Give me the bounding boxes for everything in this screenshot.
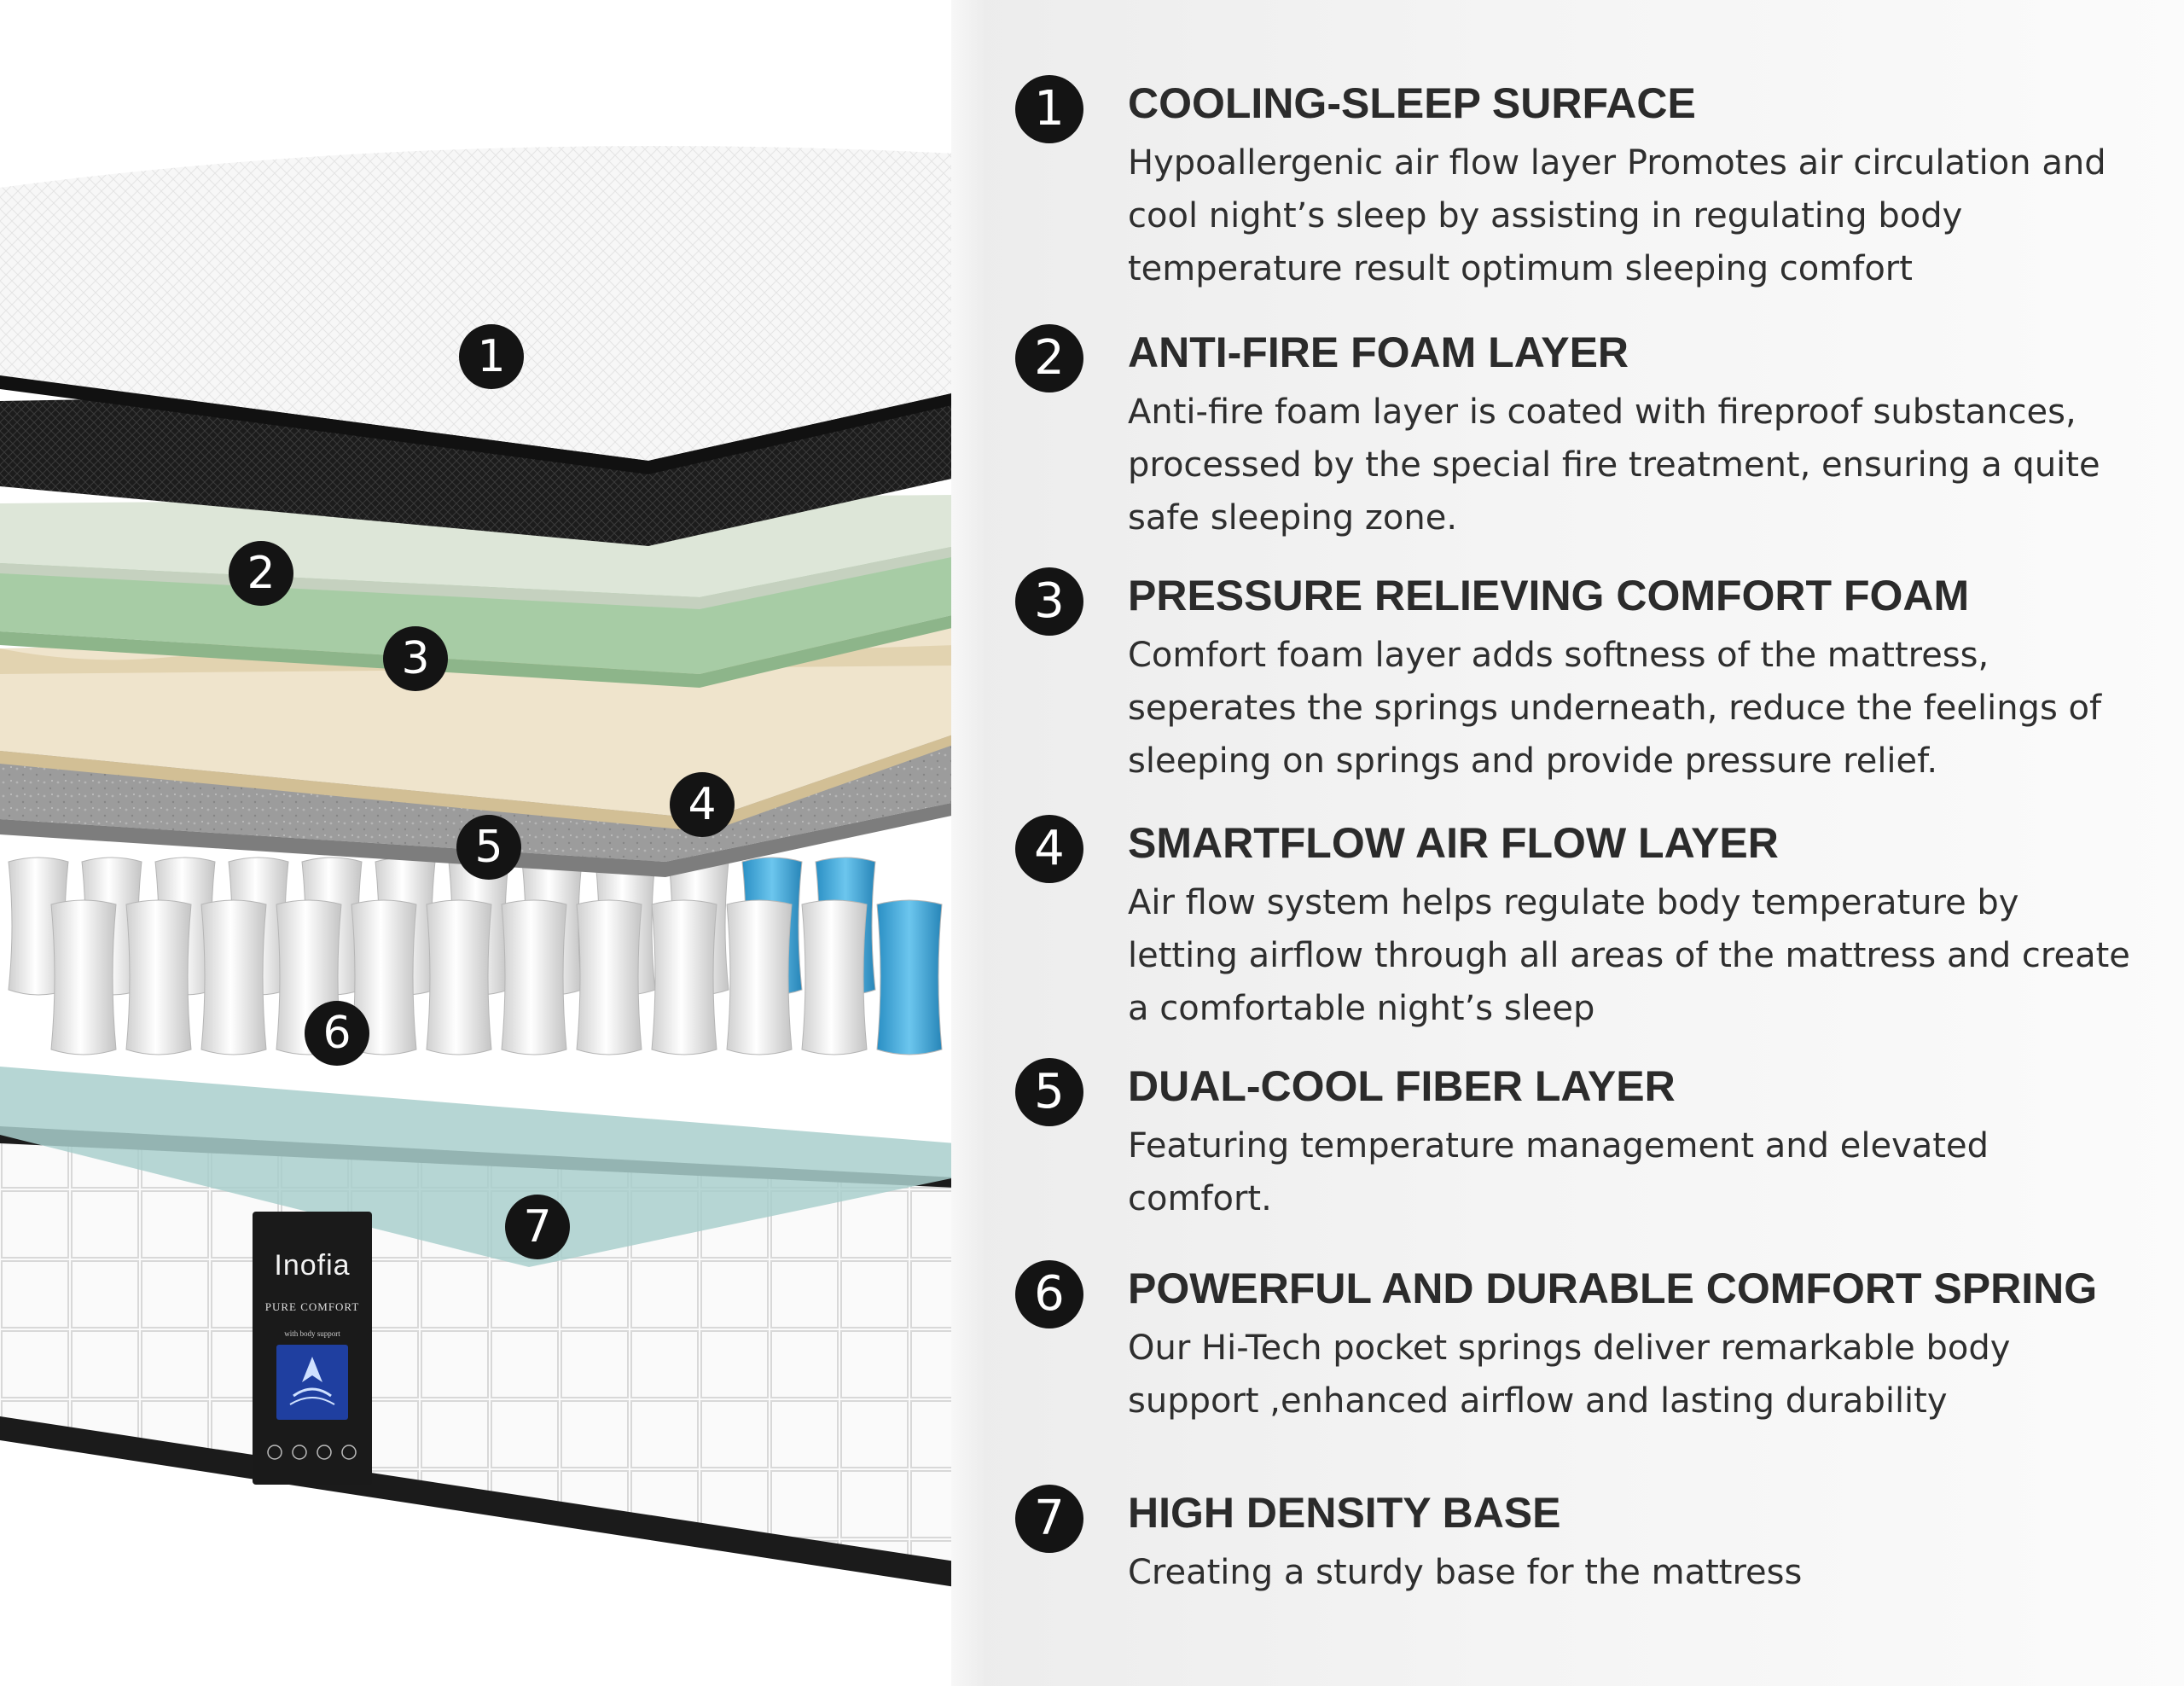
pocket-spring [801,899,868,1055]
feature-title-3: PRESSURE RELIEVING COMFORT FOAM [1128,572,1970,619]
feature-title-1: COOLING-SLEEP SURFACE [1128,79,1696,127]
body-support-icon [276,1345,348,1420]
feature-desc-6: Our Hi-Tech pocket springs deliver remar… [1128,1328,2011,1421]
feature-title-2: ANTI-FIRE FOAM LAYER [1128,328,1629,376]
feature-desc-5: Featuring temperature management and ele… [1128,1126,1989,1218]
brand-name: Inofia [274,1249,351,1282]
feature-desc-3: Comfort foam layer adds softness of the … [1128,636,2102,781]
layer-cooling-surface [0,146,956,546]
feature-desc-1: Hypoallergenic air flow layer Promotes a… [1128,143,2106,288]
callout-6: 6 [305,1001,369,1066]
pocket-spring [576,899,642,1055]
feature-number-5: 5 [1015,1058,1083,1126]
feature-title-6: POWERFUL AND DURABLE COMFORT SPRING [1128,1264,2098,1312]
feature-number-6: 6 [1015,1260,1083,1328]
feature-desc-4: Air flow system helps regulate body temp… [1128,883,2130,1028]
feature-desc-2: Anti-fire foam layer is coated with fire… [1128,392,2100,538]
feature-title-5: DUAL-COOL FIBER LAYER [1128,1062,1676,1110]
feature-desc-7: Creating a sturdy base for the mattress [1128,1553,1803,1592]
pocket-spring [501,899,567,1055]
pocket-spring [426,899,492,1055]
callout-4: 4 [670,772,735,837]
pocket-spring [125,899,192,1055]
feature-number-1: 1 [1015,75,1083,143]
layer-springs [8,857,943,1055]
feature-title-7: HIGH DENSITY BASE [1128,1489,1561,1537]
pocket-spring [351,899,417,1055]
brand-label: Inofia PURE COMFORT with body support [253,1212,372,1485]
panel-fade [951,0,985,1686]
callout-7: 7 [505,1195,570,1259]
brand-subtitle: with body support [284,1329,340,1338]
description-panel [951,0,2184,1686]
feature-number-7: 7 [1015,1485,1083,1553]
feature-icons-row [267,1445,357,1460]
layer-dense-foam [0,1067,956,1267]
feature-number-4: 4 [1015,815,1083,883]
pocket-spring [726,899,793,1055]
pocket-spring [50,899,117,1055]
callout-5: 5 [456,815,521,880]
pocket-spring [200,899,267,1055]
callout-3: 3 [383,626,448,691]
brand-tagline: PURE COMFORT [264,1300,360,1313]
callout-1: 1 [459,324,524,389]
feature-number-3: 3 [1015,567,1083,636]
callout-2: 2 [229,541,293,606]
feature-title-4: SMARTFLOW AIR FLOW LAYER [1128,819,1779,867]
feature-number-2: 2 [1015,324,1083,392]
pocket-spring [651,899,717,1055]
pocket-spring [876,899,943,1055]
